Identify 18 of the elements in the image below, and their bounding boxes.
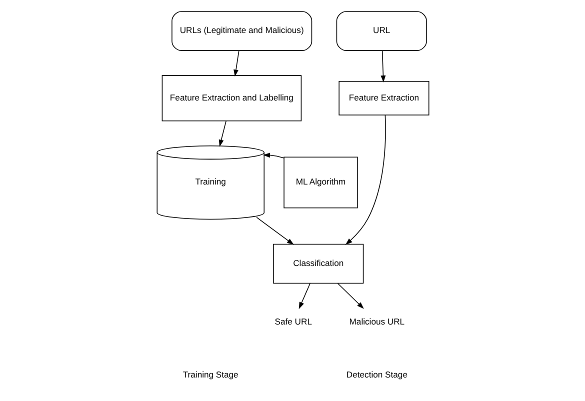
node-box: Classification xyxy=(272,244,364,284)
arrow xyxy=(380,50,386,83)
arrow xyxy=(262,152,284,158)
arrow xyxy=(337,283,364,309)
node-text: Safe URL xyxy=(274,316,312,327)
node-box: URL xyxy=(336,11,426,51)
arrow xyxy=(218,120,226,147)
node-box: Feature Extraction and Labelling xyxy=(161,75,302,122)
label: Training Stage xyxy=(182,370,238,380)
node-text: Malicious URL xyxy=(348,316,404,327)
node-box: Feature Extraction xyxy=(338,81,429,116)
label: Detection Stage xyxy=(346,370,407,380)
arrow xyxy=(233,50,239,77)
arrow xyxy=(344,114,386,245)
arrow xyxy=(256,216,294,245)
arrow xyxy=(298,283,310,310)
node-box: URLs (Legitimate and Malicious) xyxy=(171,11,312,51)
node-box: ML Algorithm xyxy=(283,156,358,208)
